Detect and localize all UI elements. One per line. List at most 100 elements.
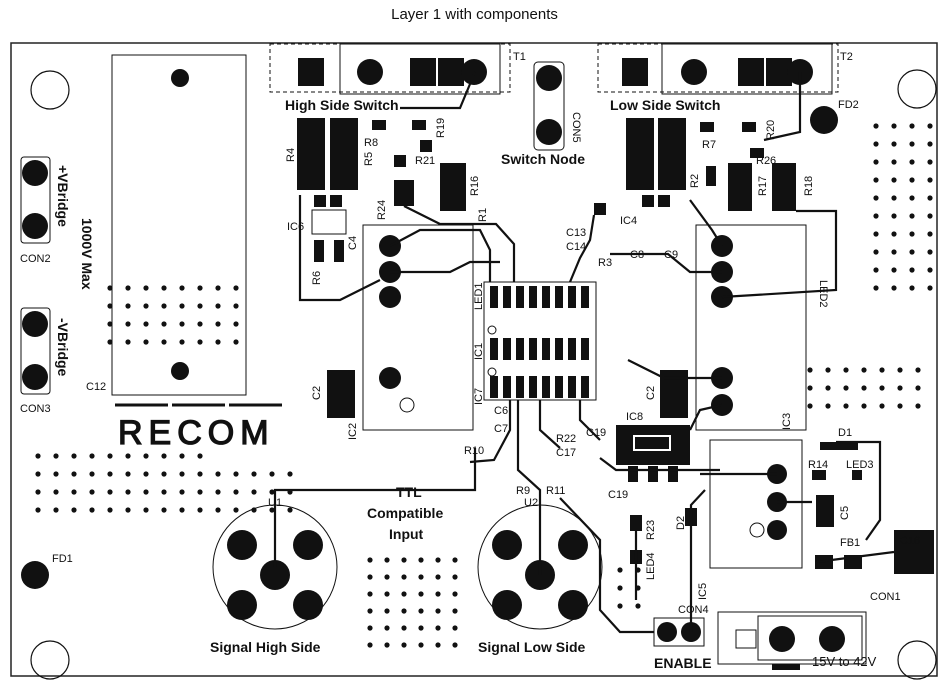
module-pin: [171, 69, 189, 87]
via-dot: [215, 303, 221, 309]
ref-ic8: IC8: [626, 411, 643, 423]
label-high-side-switch: High Side Switch: [285, 97, 399, 113]
via-dot: [233, 303, 239, 309]
ref-c6: C6: [494, 405, 508, 417]
ref-led3: LED3: [846, 459, 874, 471]
ic8-regulator: [616, 425, 690, 482]
ref-ic5: IC5: [697, 583, 709, 600]
via-dot: [367, 608, 373, 614]
via-dot: [384, 625, 390, 631]
via-dot: [418, 608, 424, 614]
via-dot: [843, 403, 849, 409]
via-dot: [927, 285, 933, 291]
via-dot: [879, 403, 885, 409]
via-dot: [927, 267, 933, 273]
label-switch-node: Switch Node: [501, 151, 585, 167]
via-dot: [873, 159, 879, 165]
ic6-cluster: [311, 209, 347, 262]
via-dot: [269, 507, 275, 513]
via-dot: [143, 471, 149, 477]
via-dot: [125, 321, 131, 327]
connector-u2: [477, 504, 603, 630]
label-signal-high: Signal High Side: [210, 639, 321, 655]
via-dot: [401, 557, 407, 563]
via-dot: [891, 249, 897, 255]
pin1-marker: [399, 397, 415, 413]
ref-led1: LED1: [473, 282, 485, 310]
reference-designators: T1 T2 CON5 CON2 CON3 CON4 CON1 FD1 FD2 C…: [20, 51, 920, 616]
ref-r1: R1: [477, 208, 489, 222]
connector-con2: [20, 156, 51, 244]
via-dot: [873, 267, 879, 273]
via-dot: [909, 159, 915, 165]
via-dot: [452, 608, 458, 614]
via-dot: [435, 557, 441, 563]
via-dot: [873, 195, 879, 201]
ref-c2-right: C2: [645, 386, 657, 400]
via-grid-topright: [873, 123, 933, 291]
via-dot: [825, 403, 831, 409]
via-dot: [873, 249, 879, 255]
via-dot: [251, 471, 257, 477]
via-dot: [107, 321, 113, 327]
label-supply-range: 15V to 42V: [812, 654, 877, 669]
ref-r21: R21: [415, 155, 435, 167]
via-dot: [897, 403, 903, 409]
ref-ic4: IC4: [620, 215, 637, 227]
via-dot: [71, 453, 77, 459]
via-dot: [179, 321, 185, 327]
via-dot: [418, 574, 424, 580]
ref-c2-left: C2: [311, 386, 323, 400]
via-dot: [161, 321, 167, 327]
via-dot: [215, 471, 221, 477]
via-dot: [143, 339, 149, 345]
via-dot: [35, 489, 41, 495]
via-dot: [107, 339, 113, 345]
via-dot: [807, 403, 813, 409]
via-dot: [384, 591, 390, 597]
via-dot: [53, 453, 59, 459]
via-dot: [617, 603, 623, 609]
via-dot: [143, 507, 149, 513]
gate-driver-module-right: [695, 224, 807, 431]
via-dot: [915, 385, 921, 391]
via-dot: [143, 303, 149, 309]
label-max-voltage: 1000V Max: [79, 218, 95, 290]
via-dot: [891, 213, 897, 219]
via-dot: [927, 177, 933, 183]
via-dot: [367, 557, 373, 563]
via-dot: [287, 471, 293, 477]
ref-c19: C19: [586, 427, 606, 439]
via-grid-left: [107, 285, 239, 345]
via-dot: [125, 303, 131, 309]
via-dot: [89, 489, 95, 495]
via-dot: [927, 141, 933, 147]
via-dot: [435, 574, 441, 580]
via-dot: [143, 285, 149, 291]
via-dot: [53, 489, 59, 495]
via-dot: [215, 489, 221, 495]
via-dot: [384, 557, 390, 563]
ref-ic2: IC2: [347, 423, 359, 440]
via-dot: [897, 367, 903, 373]
via-dot: [367, 591, 373, 597]
ref-r8: R8: [364, 137, 378, 149]
diagram-title: Layer 1 with components: [391, 6, 558, 23]
ref-c17: C17: [556, 447, 576, 459]
via-dot: [161, 303, 167, 309]
via-dot: [143, 489, 149, 495]
via-dot: [197, 321, 203, 327]
via-dot: [89, 453, 95, 459]
ref-u1: U1: [268, 497, 282, 509]
ref-r5: R5: [363, 152, 375, 166]
via-dot: [179, 507, 185, 513]
via-dot: [125, 453, 131, 459]
via-dot: [927, 123, 933, 129]
via-dot: [233, 471, 239, 477]
via-dot: [269, 489, 275, 495]
via-dot: [891, 285, 897, 291]
ref-u2: U2: [524, 497, 538, 509]
via-dot: [452, 642, 458, 648]
ref-r11: R11: [546, 485, 565, 497]
via-dot: [161, 507, 167, 513]
